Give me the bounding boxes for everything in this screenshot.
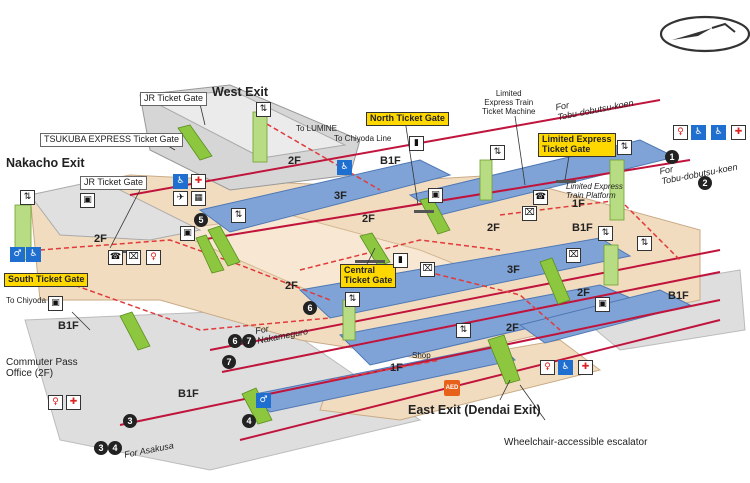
- elevator-icon: ⇅: [456, 323, 471, 338]
- floor-2f-center: 2F: [487, 222, 500, 234]
- wheelchair-icon: ♿: [26, 247, 41, 262]
- floor-1f-right: 1F: [572, 198, 585, 210]
- ticket-machine-label: Limited Express Train Ticket Machine: [482, 89, 536, 116]
- information-icon: ✈: [173, 191, 188, 206]
- coin-locker-icon: ▣: [595, 297, 610, 312]
- floor-2f-upper: 2F: [362, 213, 375, 225]
- to-lumine-label: To LUMINE: [296, 124, 337, 133]
- restroom-icon: ♂: [256, 393, 271, 408]
- elevator-icon: ⇅: [617, 140, 632, 155]
- coin-locker-icon: ▣: [180, 226, 195, 241]
- east-exit-label: East Exit (Dendai Exit): [408, 403, 541, 417]
- elevator-icon: ⇅: [256, 102, 271, 117]
- line-number-4: 4: [242, 414, 256, 428]
- floor-b1f-right: B1F: [572, 222, 593, 234]
- floor-3f-top: 3F: [334, 190, 347, 202]
- line-number-3: 3: [123, 414, 137, 428]
- wheelchair-escalator-label: Wheelchair-accessible escalator: [504, 437, 648, 448]
- line-number-5: 5: [194, 213, 208, 227]
- elevator-icon: ⇅: [20, 190, 35, 205]
- floor-b1f-far-right: B1F: [668, 290, 689, 302]
- floor-2f-left: 2F: [94, 233, 107, 245]
- north-ticket-gate: North Ticket Gate: [366, 112, 449, 126]
- jr-ticket-gate-top: JR Ticket Gate: [140, 92, 208, 106]
- line-number-6: 6: [303, 301, 317, 315]
- aed-icon: ✚: [578, 360, 593, 375]
- tsukuba-express-ticket-gate: TSUKUBA EXPRESS Ticket Gate: [40, 133, 184, 147]
- floor-2f-west: 2F: [288, 155, 301, 167]
- line-number-3b: 3: [94, 441, 108, 455]
- information-icon: ▮: [393, 253, 408, 268]
- floor-b1f-bottom: B1F: [178, 388, 199, 400]
- information-icon: ☎: [108, 250, 123, 265]
- ticket-icon: ⌧: [420, 262, 435, 277]
- to-chiyoda-line-left: To Chiyoda Line: [6, 296, 64, 305]
- jr-ticket-gate-left: JR Ticket Gate: [80, 176, 148, 190]
- commuter-pass-office-label: Commuter Pass Office (2F): [6, 357, 78, 379]
- elevator-icon: ⇅: [598, 226, 613, 241]
- restroom-icon: ♂: [10, 247, 25, 262]
- floor-1f-lower: 1F: [390, 362, 403, 374]
- wheelchair-icon: ♿: [711, 125, 726, 140]
- ticket-icon: ⌧: [522, 206, 537, 221]
- wheelchair-icon: ♿: [691, 125, 706, 140]
- line-number-4b: 4: [108, 441, 122, 455]
- line-number-6b: 6: [228, 334, 242, 348]
- line-number-7b: 7: [242, 334, 256, 348]
- floor-2f-mid: 2F: [285, 280, 298, 292]
- floor-b1f-west: B1F: [58, 320, 79, 332]
- restroom-icon: ♀: [146, 250, 161, 265]
- aed-icon: ✚: [191, 174, 206, 189]
- wheelchair-icon: ♿: [558, 360, 573, 375]
- restroom-icon: ♀: [540, 360, 555, 375]
- wheelchair-icon: ♿: [173, 174, 188, 189]
- south-ticket-gate: South Ticket Gate: [4, 273, 89, 287]
- floor-b1f-top: B1F: [380, 155, 401, 167]
- limited-express-platform-label: Limited Express Train Platform: [566, 182, 623, 200]
- floor-2f-right: 2F: [577, 287, 590, 299]
- elevator-icon: ⇅: [490, 145, 505, 160]
- restroom-icon: ♀: [673, 125, 688, 140]
- compass-icon: [659, 15, 750, 53]
- information-icon: ☎: [533, 190, 548, 205]
- coin-locker-icon: ▦: [191, 191, 206, 206]
- restroom-icon: ♀: [48, 395, 63, 410]
- line-number-2: 2: [698, 176, 712, 190]
- coin-locker-icon: ▣: [48, 296, 63, 311]
- line-number-1: 1: [665, 150, 679, 164]
- aed-icon: ✚: [66, 395, 81, 410]
- wheelchair-icon: ♿: [337, 160, 352, 175]
- floor-3f-mid: 3F: [507, 264, 520, 276]
- elevator-icon: ⇅: [637, 236, 652, 251]
- line-number-7: 7: [222, 355, 236, 369]
- coin-locker-icon: ▣: [80, 193, 95, 208]
- elevator-icon: ⇅: [345, 292, 360, 307]
- coin-locker-icon: ▣: [428, 188, 443, 203]
- nakacho-exit-label: Nakacho Exit: [6, 156, 85, 170]
- ticket-icon: ⌧: [126, 250, 141, 265]
- floor-2f-lower: 2F: [506, 322, 519, 334]
- elevator-icon: ⇅: [231, 208, 246, 223]
- aed-icon: ✚: [731, 125, 746, 140]
- central-ticket-gate: Central Ticket Gate: [340, 264, 397, 288]
- to-chiyoda-line-top: To Chiyoda Line: [334, 134, 392, 143]
- ticket-icon: ⌧: [566, 248, 581, 263]
- aed-icon: AED: [444, 380, 460, 396]
- information-icon: ▮: [409, 136, 424, 151]
- west-exit-label: West Exit: [212, 85, 269, 99]
- shop-label: Shop: [412, 351, 431, 360]
- limited-express-ticket-gate: Limited Express Ticket Gate: [538, 133, 616, 157]
